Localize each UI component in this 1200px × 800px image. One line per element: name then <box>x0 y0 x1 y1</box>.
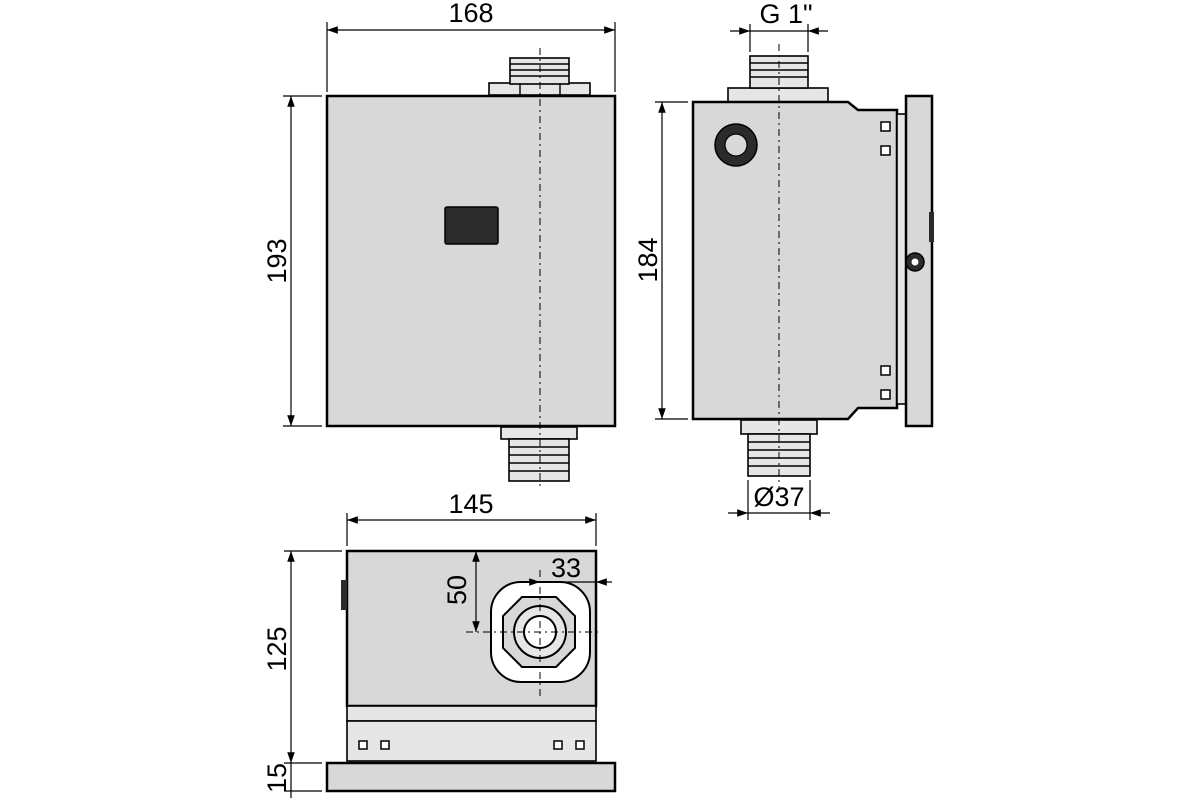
label-front-width: 168 <box>448 0 493 28</box>
front-view: 168 193 <box>262 0 617 490</box>
dimension-pipe-offset-y: 50 <box>442 551 480 632</box>
dimension-pipe-offset-x: 33 <box>520 553 612 590</box>
front-outlet-fitting <box>500 426 578 482</box>
label-top-depth: 125 <box>262 626 292 671</box>
label-pipe-offset-x: 33 <box>551 553 581 583</box>
side-body <box>691 100 899 421</box>
dimension-top-depth: 125 <box>262 550 342 764</box>
dimension-front-height: 193 <box>262 95 322 427</box>
dimension-front-width: 168 <box>326 0 616 92</box>
label-pipe-offset-y: 50 <box>442 575 472 605</box>
label-flange-thickness: 15 <box>262 763 292 793</box>
dimension-side-height: 184 <box>633 101 688 420</box>
dimension-flange-thickness: 15 <box>262 763 322 798</box>
top-flange <box>325 761 617 793</box>
label-thread: G 1" <box>759 0 812 29</box>
label-outlet-diameter: Ø37 <box>753 482 804 512</box>
dimension-thread: G 1" <box>730 0 828 52</box>
front-body <box>325 94 617 428</box>
dimension-outlet-diameter: Ø37 <box>728 480 830 520</box>
label-front-height: 193 <box>262 238 292 283</box>
side-inlet-fitting <box>727 55 829 103</box>
side-view: G 1" 184 Ø37 <box>633 0 934 520</box>
label-side-height: 184 <box>633 237 663 282</box>
sensor-window <box>444 206 499 245</box>
dimension-top-width: 145 <box>346 489 597 546</box>
top-view: 145 125 15 50 33 <box>262 489 617 798</box>
label-top-width: 145 <box>448 489 493 519</box>
